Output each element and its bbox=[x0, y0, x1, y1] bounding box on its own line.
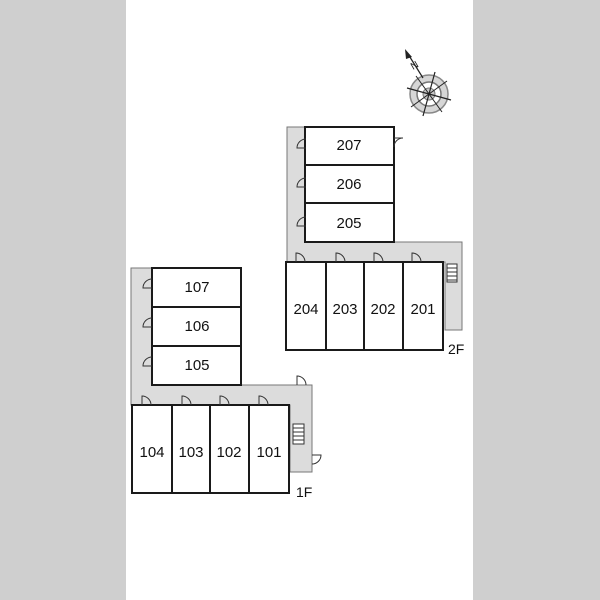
door-icon bbox=[142, 317, 153, 328]
room-label: 202 bbox=[370, 301, 395, 318]
room-201 bbox=[402, 261, 444, 351]
room-label: 105 bbox=[184, 357, 209, 374]
room-label: 104 bbox=[139, 444, 164, 461]
room-label: 102 bbox=[216, 444, 241, 461]
room-204 bbox=[285, 261, 327, 351]
floor-label-1f: 1F bbox=[296, 484, 312, 500]
room-label: 206 bbox=[336, 176, 361, 193]
room-105 bbox=[151, 345, 242, 386]
room-label: 107 bbox=[184, 279, 209, 296]
north-label: N bbox=[409, 59, 421, 72]
door-icon bbox=[373, 252, 384, 263]
room-label: 203 bbox=[332, 301, 357, 318]
room-label: 205 bbox=[336, 215, 361, 232]
room-101 bbox=[248, 404, 290, 494]
door-icon bbox=[295, 252, 306, 263]
door-icon bbox=[141, 395, 152, 406]
room-label: 103 bbox=[178, 444, 203, 461]
stairs-icon bbox=[446, 263, 458, 283]
door-icon bbox=[296, 138, 307, 149]
door-icon bbox=[142, 356, 153, 367]
room-label: 106 bbox=[184, 318, 209, 335]
door-icon bbox=[393, 137, 404, 148]
door-icon bbox=[181, 395, 192, 406]
floor-1-block: 107 106 105 104 103 102 101 1F bbox=[130, 267, 322, 500]
door-icon bbox=[219, 395, 230, 406]
door-icon bbox=[296, 177, 307, 188]
room-205 bbox=[304, 202, 395, 243]
door-icon bbox=[258, 395, 269, 406]
door-icon bbox=[311, 454, 322, 465]
stairs-icon bbox=[292, 423, 305, 445]
room-label: 201 bbox=[410, 301, 435, 318]
north-compass-icon: N bbox=[405, 49, 452, 117]
room-106 bbox=[151, 306, 242, 347]
room-label: 207 bbox=[336, 137, 361, 154]
room-202 bbox=[363, 261, 404, 351]
room-label: 204 bbox=[293, 301, 318, 318]
door-icon bbox=[142, 278, 153, 289]
door-icon bbox=[335, 252, 346, 263]
door-icon bbox=[296, 375, 307, 386]
room-label: 101 bbox=[256, 444, 281, 461]
door-icon bbox=[411, 252, 422, 263]
door-icon bbox=[296, 216, 307, 227]
room-203 bbox=[325, 261, 365, 351]
floor-2-block: 207 206 205 204 203 202 201 2F bbox=[285, 126, 464, 357]
floor-label-2f: 2F bbox=[448, 341, 464, 357]
